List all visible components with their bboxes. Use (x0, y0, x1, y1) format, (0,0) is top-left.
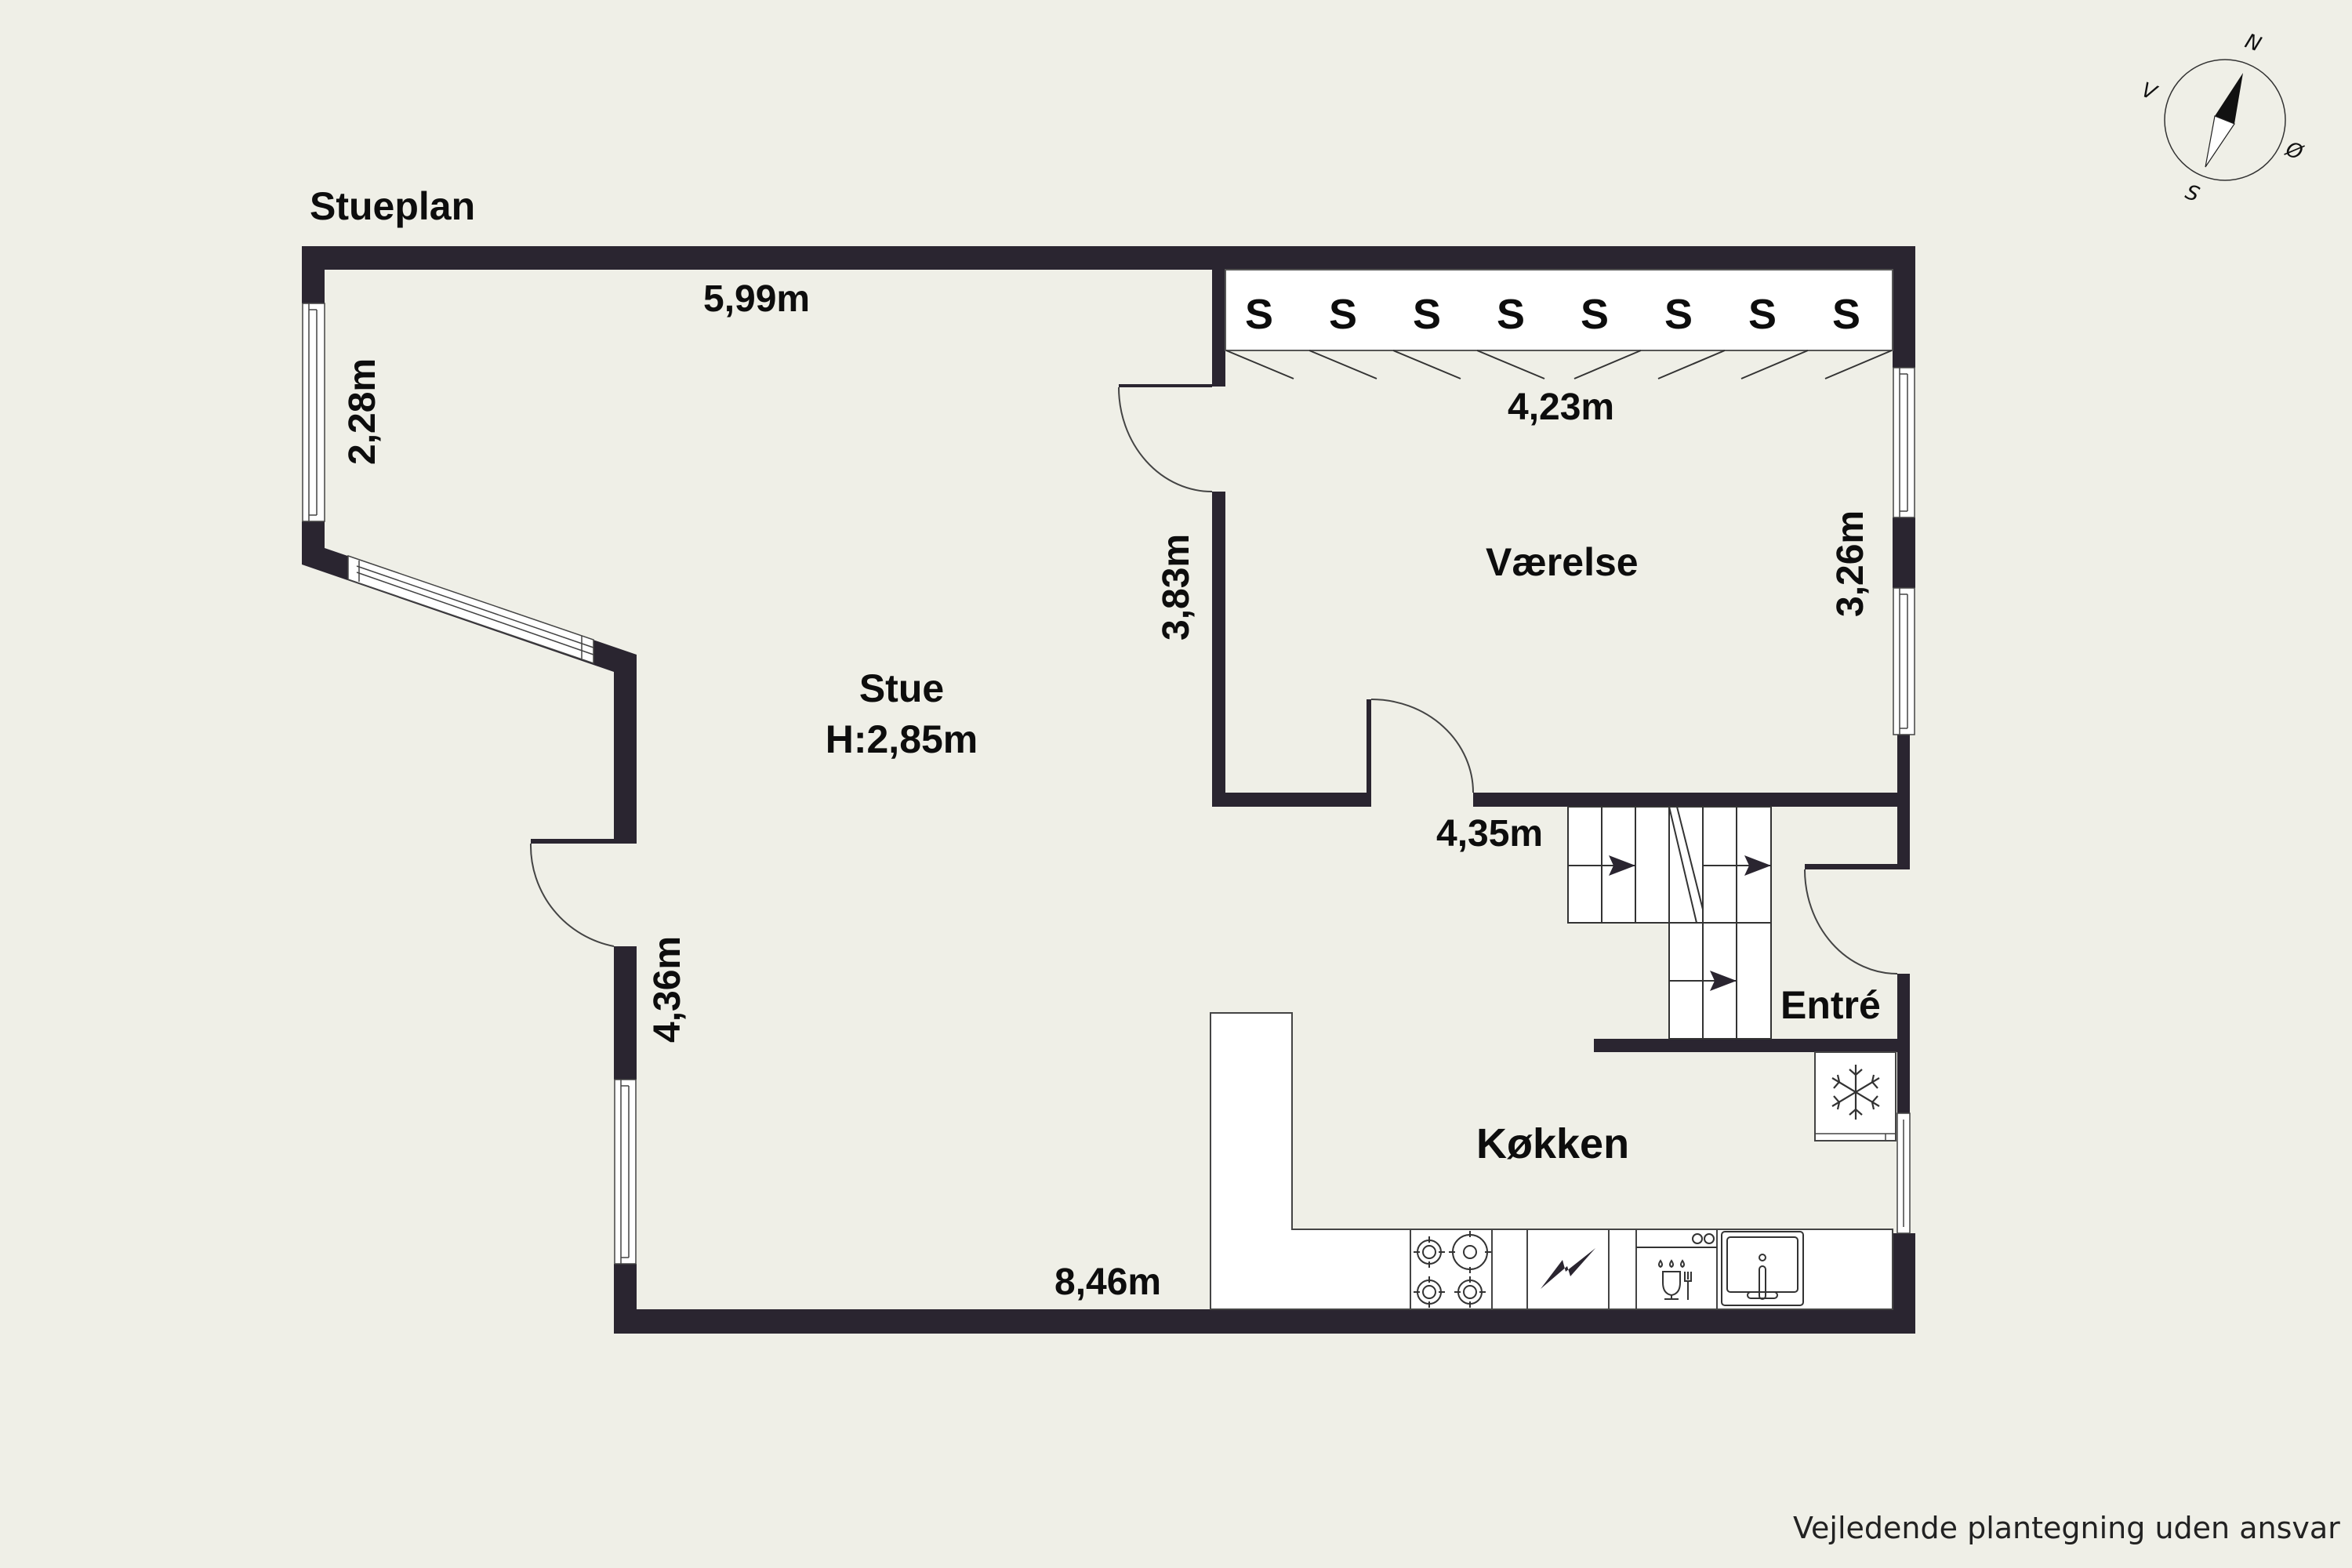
wall-vaerelse-bottom-left (1212, 793, 1371, 807)
dim-bottom: 8,46m (1054, 1261, 1162, 1303)
wall-vaerelse-door-stub (1367, 699, 1371, 807)
window-east-2 (1893, 587, 1915, 735)
dim-wardrobe: 4,23m (1508, 387, 1615, 428)
door-arc-vaerelse-top (1118, 387, 1213, 492)
doors (529, 387, 1898, 975)
disclaimer-text: Vejledende plantegning uden ansvar (1793, 1511, 2340, 1545)
dim-hall: 4,35m (1436, 813, 1544, 855)
door-arc-entre (1804, 869, 1898, 975)
dishwasher-icon (1636, 1233, 1717, 1300)
wall-vaerelse-left-upper (1212, 270, 1225, 387)
svg-text:S: S (1748, 291, 1777, 338)
door-arc-west (529, 843, 615, 947)
wall-door-stub-west (531, 839, 637, 844)
wardrobe: S S S S S S S S (1225, 269, 1893, 379)
dim-vaerelse-right: 3,26m (1830, 510, 1871, 617)
svg-text:S: S (1581, 291, 1609, 338)
walls (302, 246, 1915, 1334)
wall-left-upper (302, 246, 325, 303)
dim-top-stue: 5,99m (703, 278, 811, 320)
plan-title: Stueplan (310, 184, 476, 228)
room-label-vaerelse: Værelse (1486, 540, 1639, 584)
fridge (1814, 1051, 1896, 1142)
svg-text:S: S (1245, 291, 1273, 338)
wall-diagonal (302, 521, 637, 844)
stair-arrows (1609, 855, 1771, 991)
svg-text:S: S (1664, 291, 1693, 338)
wall-door-stub-entre (1805, 864, 1910, 869)
dim-left-window-wall: 2,28m (342, 358, 383, 465)
wardrobe-labels: S S S S S S S S (1245, 291, 1860, 338)
window-east-1 (1893, 367, 1915, 518)
stove-icon (1414, 1231, 1491, 1308)
room-label-stue: Stue (858, 666, 945, 710)
room-height-stue: H:2,85m (825, 717, 978, 761)
door-arc-vaerelse-bottom (1370, 699, 1474, 793)
windows (302, 303, 1915, 1265)
wall-top (302, 246, 1915, 270)
wall-right-bottom (1893, 1233, 1915, 1334)
kitchen-counter (1210, 1012, 1893, 1310)
room-label-kokken: Køkken (1476, 1120, 1630, 1167)
wall-vaerelse-bottom-right (1473, 793, 1910, 807)
svg-text:S: S (1413, 291, 1441, 338)
svg-text:S: S (1832, 291, 1860, 338)
staircase (1567, 806, 1772, 1040)
compass-icon (2164, 59, 2286, 181)
snowflake-icon (1831, 1065, 1880, 1120)
sink-icon (1721, 1231, 1804, 1306)
wall-right-pier (1893, 517, 1915, 588)
wall-vaerelse-left-lower (1212, 492, 1225, 807)
dim-lower-left: 4,36m (647, 935, 688, 1043)
svg-text:S: S (1329, 291, 1357, 338)
wall-right-top (1893, 246, 1915, 368)
wall-bottom (614, 1309, 1915, 1334)
wall-left-lower (614, 946, 637, 1080)
wall-entre-kitchen (1594, 1039, 1910, 1052)
svg-text:S: S (1497, 291, 1525, 338)
room-label-entre: Entré (1780, 983, 1881, 1027)
window-diagonal (347, 554, 594, 665)
window-west-lower (614, 1079, 637, 1265)
window-west-upper (302, 303, 325, 522)
window-east-kitchen (1896, 1112, 1911, 1234)
dim-vaerelse-left: 3,83m (1156, 533, 1197, 641)
wall-vaerelse-door-top (1119, 384, 1212, 387)
